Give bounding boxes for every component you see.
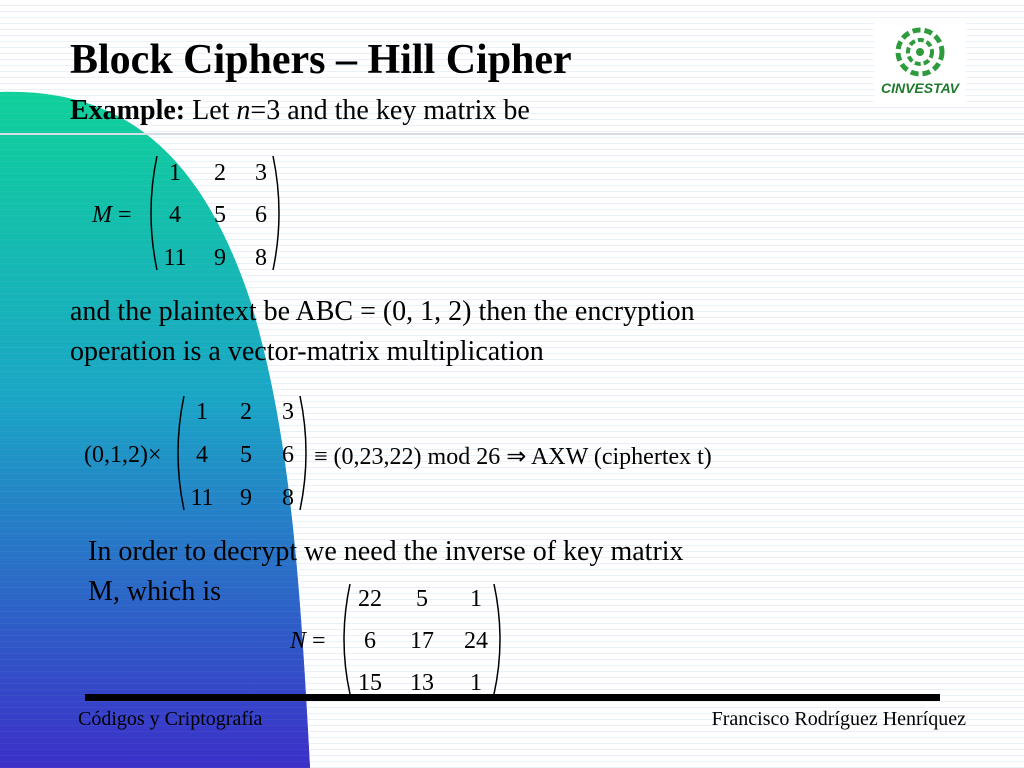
matrix-m-cell: 8: [255, 245, 267, 271]
matrix-m-cell: 11: [163, 245, 187, 271]
encryption-matrix-brackets: [177, 395, 307, 511]
example-text-b: =3 and the key matrix be: [250, 95, 530, 126]
paragraph-1-line-1: and the plaintext be ABC = (0, 1, 2) the…: [70, 296, 695, 327]
encryption-matrix-cell: 3: [282, 399, 294, 425]
matrix-m-label: M =: [92, 202, 132, 229]
encryption-matrix-cell: 8: [282, 485, 294, 511]
logo-text: CINVESTAV: [880, 80, 960, 96]
matrix-m-cell: 3: [255, 160, 267, 186]
matrix-n-cell: 22: [358, 586, 382, 612]
matrix-n-cell: 5: [416, 586, 428, 612]
example-label: Example:: [70, 95, 186, 126]
slide-title: Block Ciphers – Hill Cipher: [70, 37, 572, 83]
matrix-n-cell: 17: [410, 628, 434, 654]
matrix-n-equals: =: [312, 628, 326, 654]
matrix-m-brackets: [150, 155, 280, 271]
matrix-m-cell: 5: [214, 202, 226, 228]
paragraph-2-line-2: M, which is: [88, 576, 221, 607]
example-text-a: Let: [185, 95, 237, 126]
encryption-result: ≡ (0,23,22) mod 26 ⇒ AXW (ciphertex t): [314, 444, 712, 470]
example-line: Example: Let n=3 and the key matrix be: [70, 95, 530, 127]
matrix-m-equals: =: [118, 202, 132, 228]
paragraph-2-line-1: In order to decrypt we need the inverse …: [88, 536, 684, 567]
footer-course: Códigos y Criptografía: [78, 708, 263, 730]
matrix-n-cell: 1: [470, 670, 482, 696]
title-divider: [0, 133, 1024, 135]
encryption-matrix-cell: 2: [240, 399, 252, 425]
encryption-matrix-cell: 1: [196, 399, 208, 425]
matrix-n-cell: 1: [470, 586, 482, 612]
encryption-matrix-cell: 4: [196, 442, 208, 468]
footer-author: Francisco Rodríguez Henríquez: [711, 708, 966, 730]
matrix-n-cell: 6: [364, 628, 376, 654]
example-var: n: [236, 95, 251, 126]
matrix-m-var: M: [92, 202, 112, 228]
matrix-n-label: N =: [290, 628, 326, 655]
footer-bar: [85, 694, 940, 701]
cinvestav-logo-icon: [895, 27, 945, 77]
matrix-m-cell: 1: [169, 160, 181, 186]
matrix-m-cell: 2: [214, 160, 226, 186]
matrix-n-cell: 24: [464, 628, 488, 654]
matrix-n-var: N: [290, 628, 307, 654]
cinvestav-logo: CINVESTAV: [874, 18, 966, 102]
matrix-n-cell: 13: [410, 670, 434, 696]
matrix-m-cell: 6: [255, 202, 267, 228]
matrix-m-cell: 4: [169, 202, 181, 228]
matrix-m-cell: 9: [214, 245, 226, 271]
paragraph-1-line-2: operation is a vector-matrix multiplicat…: [70, 336, 544, 367]
matrix-n-cell: 15: [358, 670, 382, 696]
plaintext-vector: (0,1,2)×: [84, 442, 162, 468]
matrix-n-brackets: [343, 583, 501, 694]
encryption-matrix-cell: 9: [240, 485, 252, 511]
encryption-matrix-cell: 5: [240, 442, 252, 468]
encryption-matrix-cell: 6: [282, 442, 294, 468]
encryption-matrix-cell: 11: [190, 485, 214, 511]
